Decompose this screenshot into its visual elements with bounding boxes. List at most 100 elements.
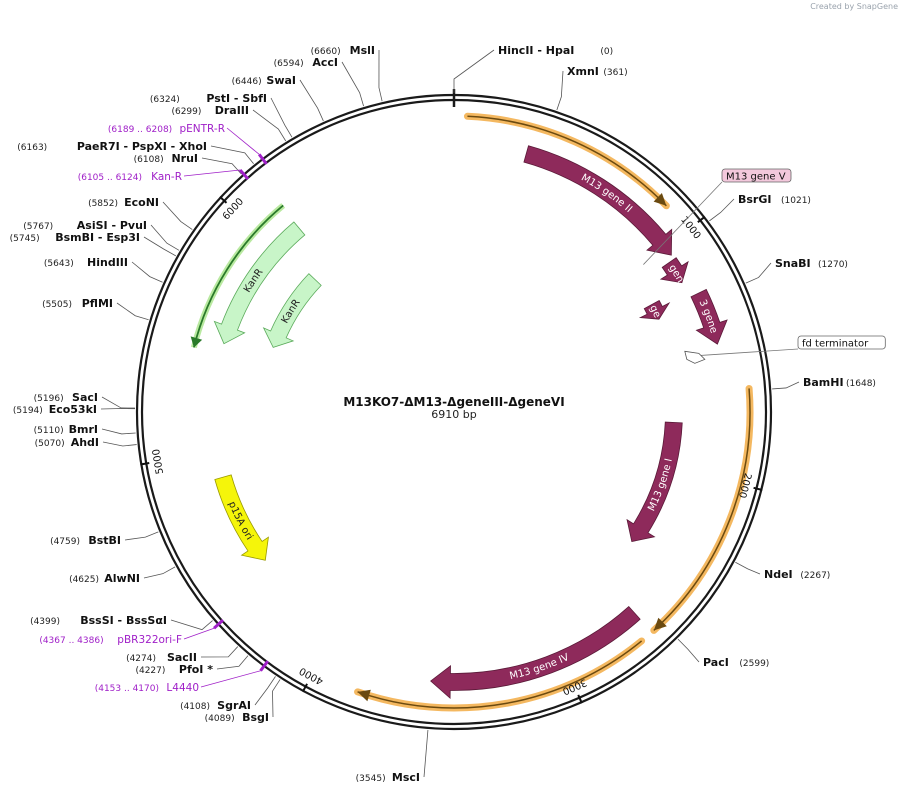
- site-name: MslI: [350, 44, 375, 57]
- site-leader: [116, 302, 149, 321]
- site-name: SwaI: [266, 74, 296, 87]
- tick-label: 4000: [298, 665, 326, 687]
- feature-arrow: [213, 221, 306, 345]
- tick-mark: [697, 215, 706, 223]
- site-position: (6446): [232, 77, 262, 87]
- site-name: AhdI: [71, 436, 99, 449]
- plasmid-title: M13KO7-ΔM13-ΔgeneIII-ΔgeneVI: [343, 395, 564, 409]
- site-name: SgrAI: [217, 699, 251, 712]
- tick-label: 5000: [151, 448, 166, 475]
- site-leader: [341, 61, 364, 107]
- site-leader: [102, 441, 137, 447]
- site-name: EcoNI: [124, 196, 159, 209]
- site-name: PstI - SbfI: [206, 92, 267, 105]
- kanr-orf-line: [193, 204, 284, 348]
- primer-mark: [238, 168, 250, 180]
- feature-callouts: M13 gene Vfd terminator: [643, 168, 886, 364]
- site-leader: [709, 198, 735, 222]
- site-leader: [423, 729, 429, 778]
- callout-label: fd terminator: [802, 339, 869, 350]
- site-leader: [101, 396, 136, 409]
- restriction-sites: HincII - HpaI(0)XmnI(361)BsrGI(1021)SnaB…: [10, 44, 876, 784]
- site-leader: [556, 70, 564, 111]
- kanr-orf-arrowhead: [190, 336, 203, 348]
- site-name: BsrGI: [738, 193, 771, 206]
- site-leader: [772, 381, 800, 390]
- site-position: (3545): [356, 774, 386, 784]
- site-position: (5505): [42, 300, 72, 310]
- site-name: AccI: [312, 56, 338, 69]
- site-name: BsmBI - Esp3I: [55, 231, 140, 244]
- tick-mark: [219, 196, 228, 204]
- site-name: BmrI: [69, 423, 98, 436]
- feature-arrow: [626, 421, 683, 543]
- site-position: (2599): [739, 659, 769, 669]
- site-name: DraIII: [215, 104, 249, 117]
- site-position: (4759): [50, 537, 80, 547]
- site-position: (6660): [311, 47, 341, 57]
- site-position: (5070): [35, 439, 65, 449]
- site-leader: [162, 201, 193, 230]
- site-position: (5852): [88, 199, 118, 209]
- site-name: HindIII: [87, 256, 128, 269]
- primer-name: Kan-R: [151, 171, 182, 183]
- site-leader: [252, 109, 287, 142]
- site-leader: [200, 646, 239, 658]
- site-leader: [299, 79, 324, 122]
- site-name: PacI: [703, 656, 729, 669]
- site-name: MscI: [392, 771, 420, 784]
- site-name: HincII - HpaI: [498, 44, 574, 57]
- site-leader: [101, 428, 136, 435]
- site-name: XmnI: [567, 65, 599, 78]
- orf-arrowhead: [357, 689, 371, 702]
- tick-mark: [753, 486, 763, 491]
- site-position: (4227): [135, 666, 165, 676]
- primer-name: pBR322ori-F: [117, 634, 182, 646]
- feature-label: M13 gene II: [579, 172, 634, 215]
- site-position: (6108): [134, 155, 164, 165]
- site-position: (6299): [171, 107, 201, 117]
- primer-leader: [183, 627, 215, 640]
- orf-arrowhead: [653, 192, 667, 206]
- site-name: PaeR7I - PspXI - XhoI: [77, 140, 207, 153]
- orf-arc-line: [357, 640, 643, 709]
- site-name: SacII: [167, 651, 197, 664]
- site-name: NdeI: [764, 568, 793, 581]
- primer-leader: [226, 127, 260, 155]
- site-leader: [453, 49, 495, 93]
- site-position: (2267): [800, 571, 830, 581]
- tick-mark: [140, 462, 150, 466]
- site-leader: [216, 655, 249, 670]
- site-position: (5194): [13, 406, 43, 416]
- site-name: BamHI: [803, 376, 844, 389]
- site-position: (5110): [34, 426, 64, 436]
- tick-mark: [577, 694, 583, 704]
- site-name: PfoI *: [179, 663, 213, 676]
- site-name: Eco53kI: [49, 403, 97, 416]
- orf-arrowhead: [653, 617, 667, 631]
- site-position: (4089): [205, 714, 235, 724]
- site-leader: [270, 97, 293, 138]
- snapgene-credit: Created by SnapGene: [810, 2, 898, 11]
- site-position: (4399): [30, 617, 60, 627]
- site-position: (6324): [150, 95, 180, 105]
- primer-leader: [200, 670, 261, 688]
- plasmid-length: 6910 bp: [431, 408, 476, 421]
- site-name: AlwNI: [104, 572, 140, 585]
- site-leader: [272, 679, 281, 718]
- site-position: (1270): [818, 260, 848, 270]
- site-position: (5767): [23, 222, 53, 232]
- primer-range: (4367 .. 4386): [39, 636, 103, 646]
- site-name: SacI: [72, 391, 98, 404]
- orf-arc-line: [467, 115, 667, 207]
- site-leader: [677, 638, 700, 663]
- site-leader: [735, 561, 761, 575]
- site-position: (4274): [126, 654, 156, 664]
- site-name: SnaBI: [775, 257, 811, 270]
- callout-box: [721, 168, 792, 183]
- primer-sites: pENTR-R(6189 .. 6208)Kan-R(6105 .. 6124)…: [39, 123, 269, 694]
- orange-orf-arcs: [190, 112, 754, 712]
- site-position: (1648): [846, 379, 876, 389]
- feature-arrow: [430, 605, 641, 699]
- site-leader: [254, 676, 276, 706]
